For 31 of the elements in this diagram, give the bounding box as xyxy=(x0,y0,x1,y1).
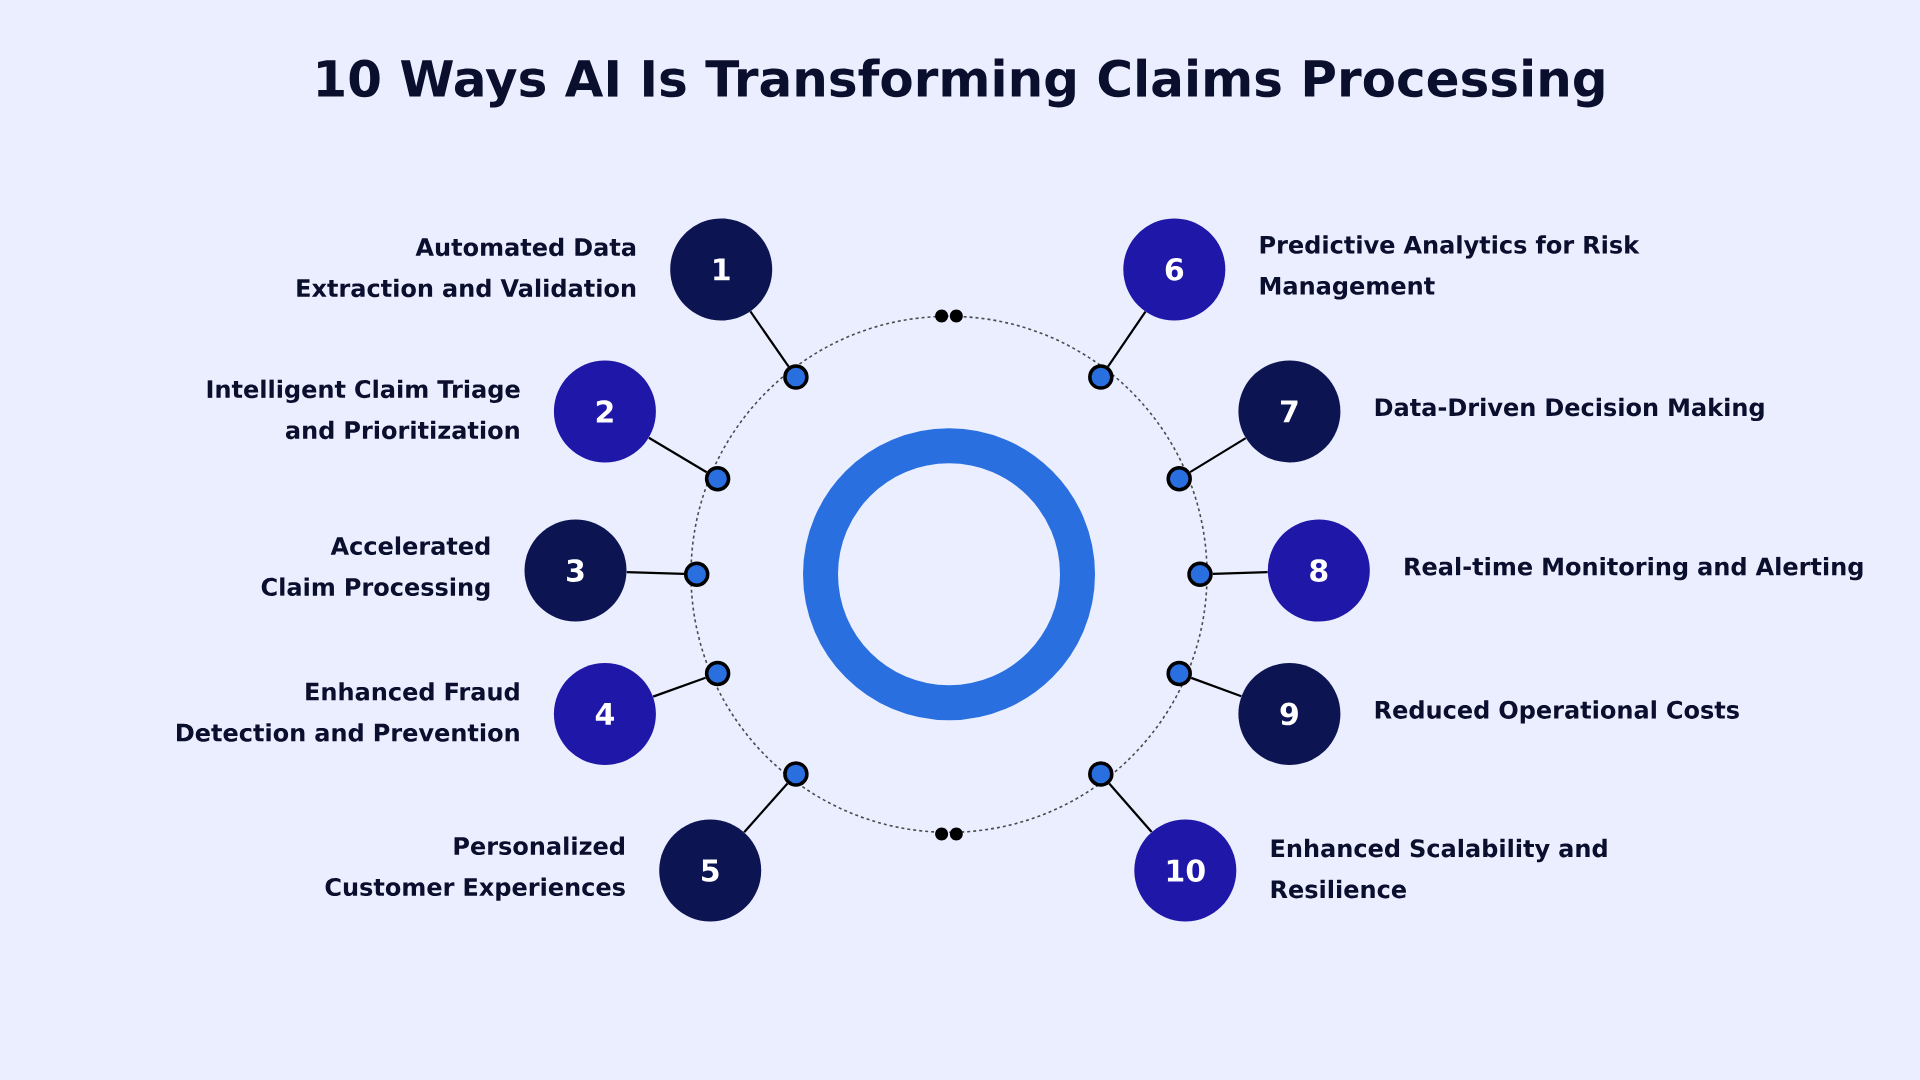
title: 10 Ways AI Is Transforming Claims Processing xyxy=(318,58,1604,108)
item-label: Reduced Operational Costs xyxy=(1375,700,1739,724)
item-label: Personalized Customer Experiences xyxy=(325,836,625,901)
item-label: Accelerated Claim Processing xyxy=(261,536,490,601)
item-label: Data-Driven Decision Making xyxy=(1375,397,1764,422)
connector-dot xyxy=(783,761,809,787)
connector-dot xyxy=(1088,364,1114,390)
leader-line xyxy=(743,782,789,834)
connector-dot xyxy=(783,364,809,390)
leader-line xyxy=(1212,571,1268,575)
connector-dot xyxy=(704,660,731,687)
leader-line xyxy=(1190,676,1242,698)
leader-line xyxy=(1189,437,1247,474)
leader-line xyxy=(652,676,706,698)
connector-dot xyxy=(1088,761,1114,787)
connector-dot xyxy=(1166,660,1192,687)
item-label: Enhanced Scalability and Resilience xyxy=(1271,838,1607,899)
item-label: Predictive Analytics for Risk Management xyxy=(1260,235,1640,300)
item-label: Automated Data Extraction and Validation xyxy=(297,237,636,298)
connector-dot xyxy=(683,561,710,588)
connector-dot xyxy=(704,466,731,492)
connector-dot xyxy=(1187,561,1213,588)
leader-line xyxy=(1108,782,1153,833)
leader-line xyxy=(749,310,790,368)
leader-line xyxy=(626,571,684,575)
leader-line xyxy=(1107,311,1147,368)
connector-dot xyxy=(1166,466,1192,492)
item-label: Intelligent Claim Triage and Prioritization xyxy=(207,379,520,440)
leader-line xyxy=(648,436,708,474)
item-label: Real-time Monitoring and Alerting xyxy=(1405,556,1863,581)
item-label: Enhanced Fraud Detection and Prevention xyxy=(177,682,519,742)
